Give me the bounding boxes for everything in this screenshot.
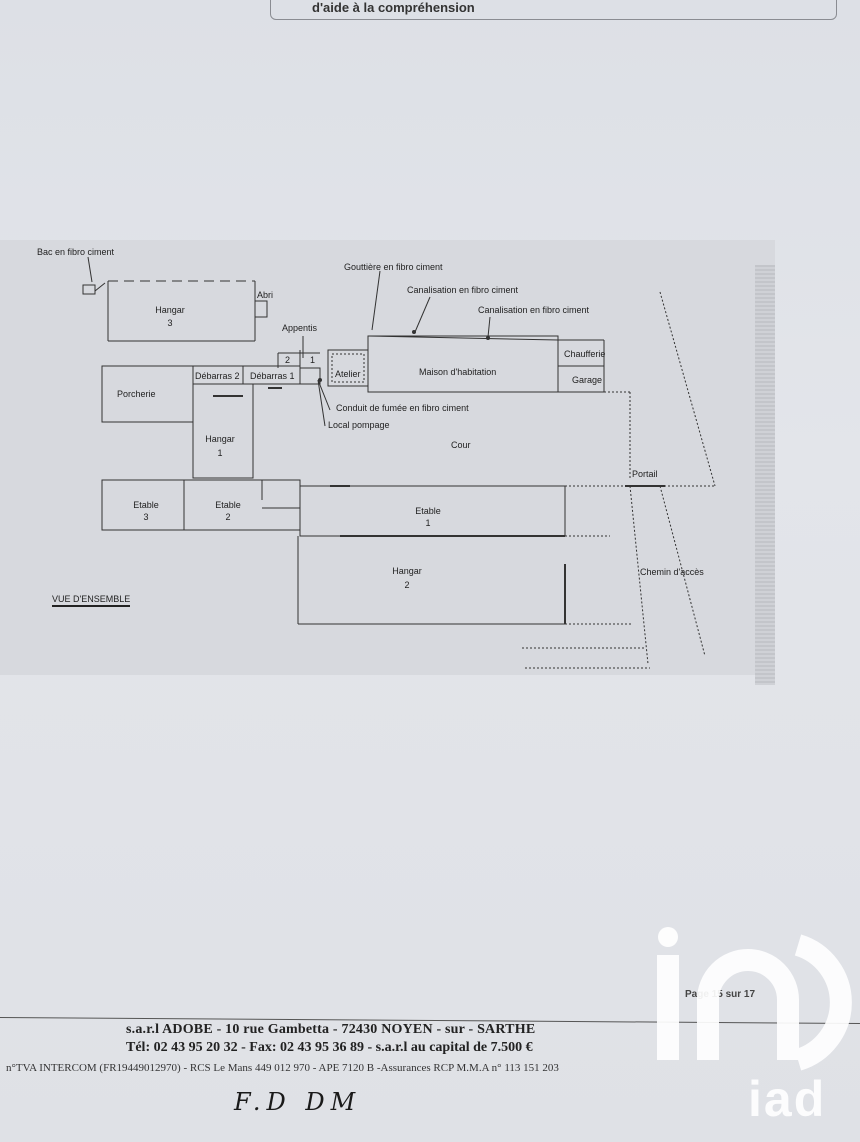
label-appentis: Appentis bbox=[282, 323, 318, 333]
label-porcherie: Porcherie bbox=[117, 389, 156, 399]
label-hangar-2-num: 2 bbox=[404, 580, 410, 590]
label-appentis-2: 2 bbox=[285, 355, 291, 365]
label-debarras-1: Débarras 1 bbox=[250, 371, 295, 381]
label-etable-1-num: 1 bbox=[425, 518, 431, 528]
header-box bbox=[270, 0, 837, 20]
label-abri: Abri bbox=[257, 290, 274, 300]
plan-scan-edge bbox=[755, 265, 775, 685]
label-canalisation-2: Canalisation en fibro ciment bbox=[478, 305, 590, 315]
footer-contact-line: Tél: 02 43 95 20 32 - Fax: 02 43 95 36 8… bbox=[126, 1040, 533, 1055]
label-local-pompage: Local pompage bbox=[328, 420, 390, 430]
label-appentis-1: 1 bbox=[310, 355, 316, 365]
label-portail: Portail bbox=[632, 469, 658, 479]
label-hangar-2: Hangar bbox=[392, 566, 422, 576]
label-etable-3: Etable bbox=[133, 500, 159, 510]
label-hangar-3: Hangar bbox=[155, 305, 185, 315]
label-etable-2: Etable bbox=[215, 500, 241, 510]
iad-logo-icon bbox=[657, 927, 852, 1071]
label-bac: Bac en fibro ciment bbox=[37, 247, 115, 257]
label-chemin-acces: Chemin d'accès bbox=[640, 567, 704, 577]
plan-background bbox=[0, 240, 775, 675]
label-hangar-1: Hangar bbox=[205, 434, 235, 444]
header-title: d'aide à la compréhension bbox=[312, 0, 475, 15]
label-gouttiere: Gouttière en fibro ciment bbox=[344, 262, 443, 272]
handwritten-initials: F.D DM bbox=[234, 1088, 362, 1116]
label-debarras-2: Débarras 2 bbox=[195, 371, 240, 381]
footer-company-line: s.a.r.l ADOBE - 10 rue Gambetta - 72430 … bbox=[126, 1022, 536, 1037]
label-maison: Maison d'habitation bbox=[419, 367, 497, 377]
label-etable-1: Etable bbox=[415, 506, 441, 516]
footer-legal-line: n°TVA INTERCOM (FR19449012970) - RCS Le … bbox=[6, 1062, 559, 1074]
label-conduit: Conduit de fumée en fibro ciment bbox=[336, 403, 469, 413]
page-number: Page 15 sur 17 bbox=[685, 989, 756, 1000]
label-hangar-1-num: 1 bbox=[217, 448, 223, 458]
label-chaufferie: Chaufferie bbox=[564, 349, 606, 359]
label-hangar-3-num: 3 bbox=[167, 318, 173, 328]
iad-logo-text: iad bbox=[748, 1071, 827, 1127]
label-canalisation-1: Canalisation en fibro ciment bbox=[407, 285, 519, 295]
label-cour: Cour bbox=[451, 440, 471, 450]
label-etable-2-num: 2 bbox=[225, 512, 231, 522]
label-garage: Garage bbox=[572, 375, 603, 385]
label-etable-3-num: 3 bbox=[143, 512, 149, 522]
label-atelier: Atelier bbox=[335, 369, 361, 379]
plan-caption: VUE D'ENSEMBLE bbox=[52, 594, 131, 607]
